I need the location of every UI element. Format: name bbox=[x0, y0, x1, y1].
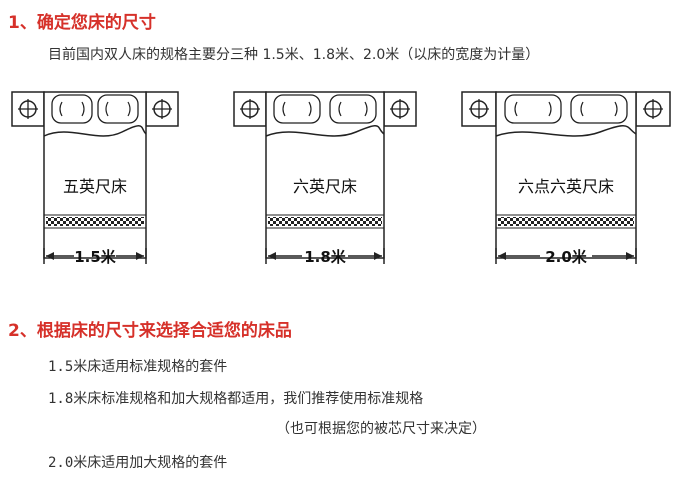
blanket-pattern-band bbox=[268, 217, 382, 226]
nightstand-left-1 bbox=[11, 91, 45, 127]
bed-2: 六英尺床 1.8米 bbox=[233, 91, 417, 266]
section2-item-note: （也可根据您的被芯尺寸来决定） bbox=[276, 421, 486, 437]
section1-title: 1、确定您床的尺寸 bbox=[8, 13, 156, 33]
bed-1: 五英尺床 1.5米 bbox=[11, 91, 179, 266]
bed-3: 六点六英尺床 2.0米 bbox=[461, 91, 671, 266]
blanket-edge bbox=[43, 125, 147, 137]
lamp-icon bbox=[18, 99, 38, 119]
bed-name-3: 六点六英尺床 bbox=[518, 177, 614, 196]
pillow-icon bbox=[570, 94, 628, 124]
blanket-pattern-band bbox=[46, 217, 144, 226]
lamp-icon bbox=[152, 99, 172, 119]
lamp-icon bbox=[643, 99, 663, 119]
pillow-icon bbox=[504, 94, 562, 124]
pillow-icon bbox=[273, 94, 321, 124]
bed-width-2: 1.8米 bbox=[304, 248, 347, 266]
section2-title: 2、根据床的尺寸来选择合适您的床品 bbox=[8, 321, 292, 341]
blanket-edge bbox=[265, 125, 385, 137]
bed-width-1: 1.5米 bbox=[74, 248, 117, 266]
bed-name-1: 五英尺床 bbox=[63, 177, 127, 196]
section2-item-2: 1.8米床标准规格和加大规格都适用，我们推荐使用标准规格 bbox=[48, 391, 424, 407]
section1-intro: 目前国内双人床的规格主要分三种 1.5米、1.8米、2.0米（以床的宽度为计量） bbox=[48, 47, 540, 63]
pillow-icon bbox=[51, 94, 93, 124]
blanket-pattern-band bbox=[498, 217, 634, 226]
lamp-icon bbox=[240, 99, 260, 119]
section2-item-1: 1.5米床适用标准规格的套件 bbox=[48, 359, 228, 375]
bed-width-3: 2.0米 bbox=[545, 248, 588, 266]
blanket-edge bbox=[495, 125, 637, 137]
pillow-icon bbox=[329, 94, 377, 124]
pillow-icon bbox=[97, 94, 139, 124]
section2-item-3: 2.0米床适用加大规格的套件 bbox=[48, 455, 228, 471]
bed-diagrams: 五英尺床 1.5米 六英尺床 bbox=[11, 91, 671, 266]
lamp-icon bbox=[390, 99, 410, 119]
bed-name-2: 六英尺床 bbox=[293, 177, 357, 196]
lamp-icon bbox=[469, 99, 489, 119]
